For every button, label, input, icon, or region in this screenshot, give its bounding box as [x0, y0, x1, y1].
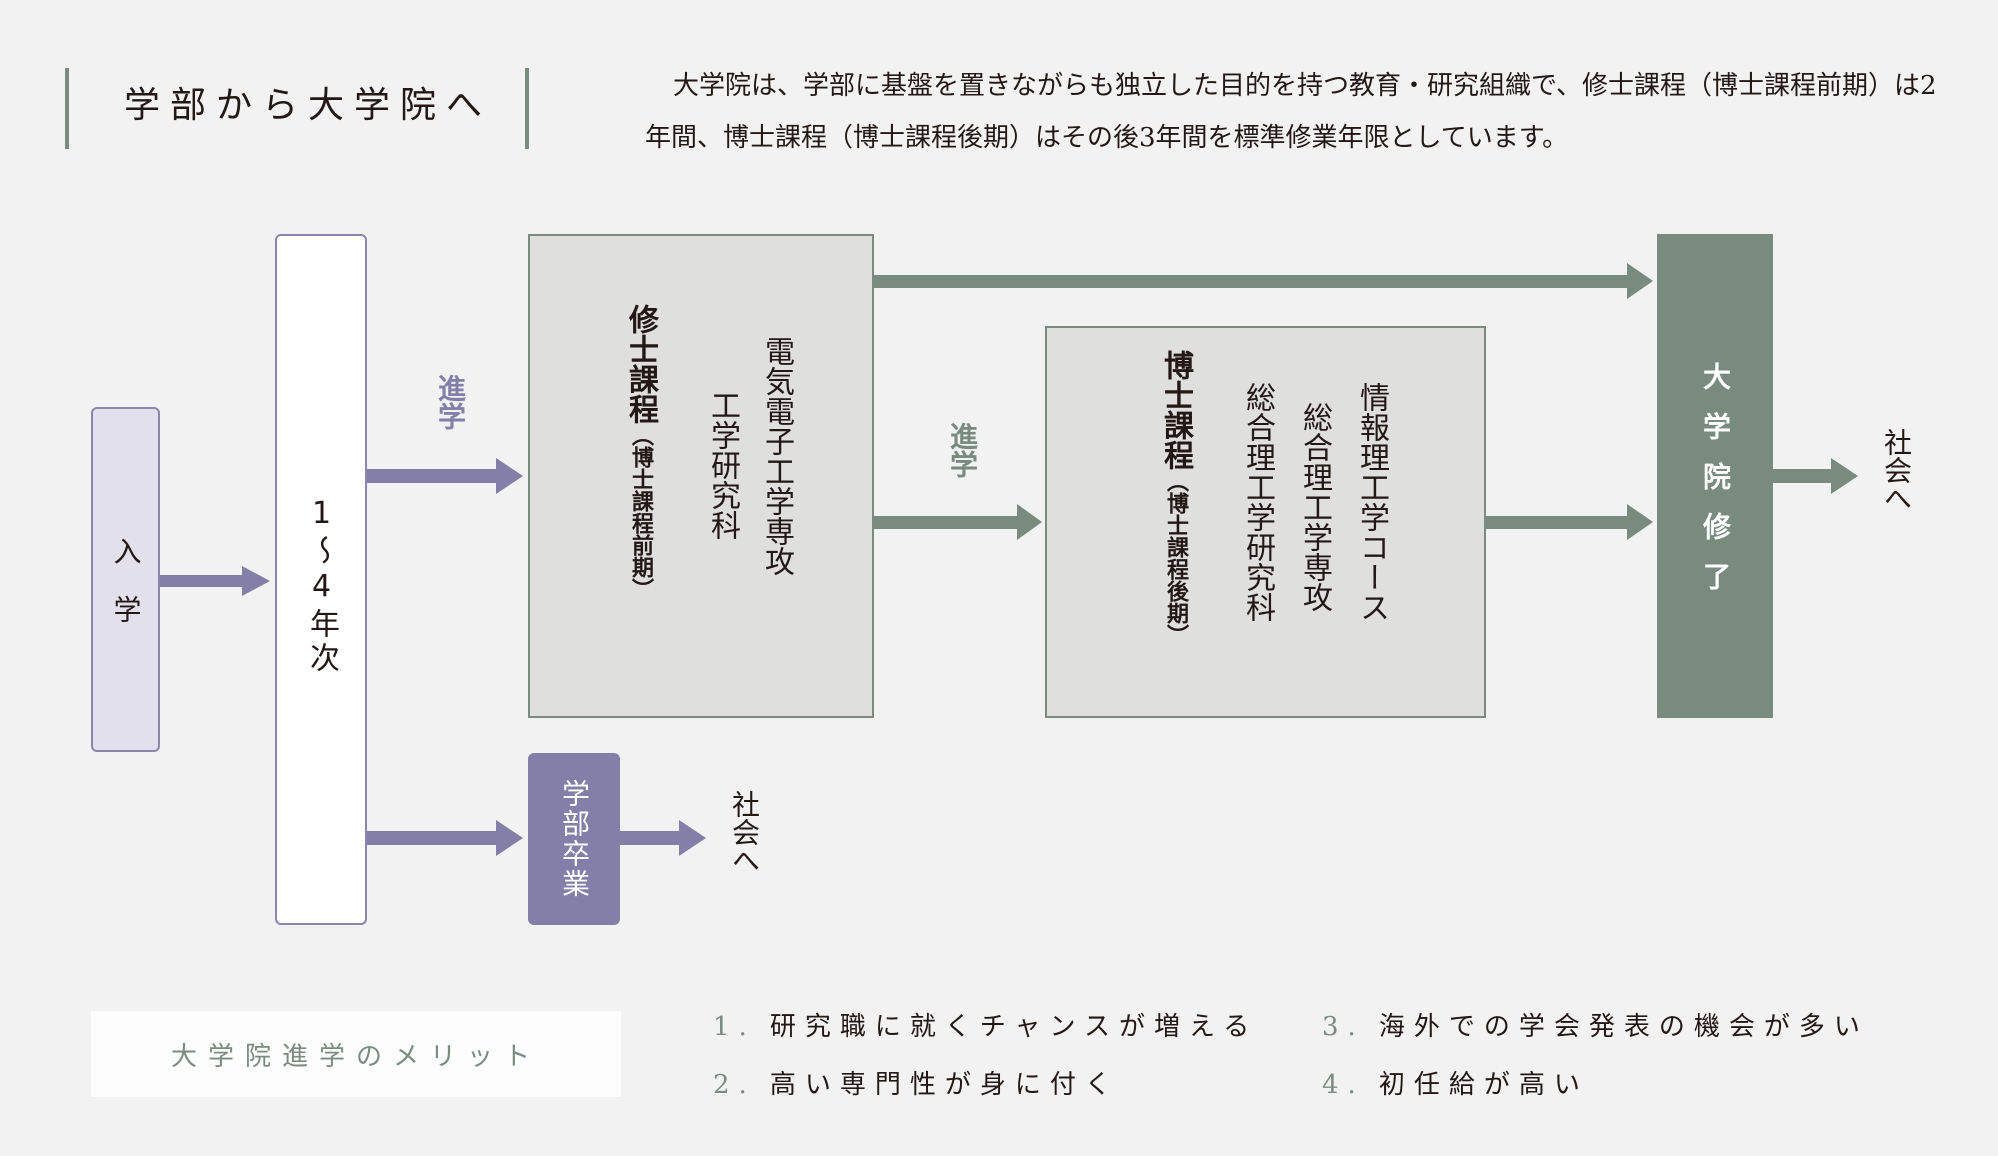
merit-item: 4. 初任給が高い [1322, 1064, 1589, 1101]
arrow-completion-to-society [1773, 458, 1858, 494]
master-graduate-school: 工学研究科 [700, 390, 744, 540]
merit-number: 4. [1322, 1070, 1365, 1100]
merit-text: 高い専門性が身に付く [769, 1070, 1120, 1100]
doctor-course-title: 博士課程 [1158, 350, 1193, 470]
doctor-course-track: 情報理工学コース [1349, 382, 1393, 622]
doctor-graduate-school: 総合理工学研究科 [1235, 382, 1279, 622]
arrow-master-to-doctor [874, 504, 1042, 540]
header-left-rule [65, 68, 69, 149]
master-course-name: 修士課程（博士課程前期） [618, 304, 662, 600]
page-title: 学部から大学院へ [124, 85, 493, 126]
master-course-title: 修士課程 [623, 304, 658, 424]
arrow-entry-to-years [160, 566, 270, 596]
doctor-graduate-school-text: 総合理工学研究科 [1240, 382, 1275, 622]
doctor-major: 総合理工学専攻 [1292, 402, 1336, 612]
master-graduate-school-text: 工学研究科 [705, 390, 740, 540]
merit-item: 2. 高い専門性が身に付く [713, 1064, 1120, 1101]
master-course-subtitle: （博士課程前期） [628, 424, 653, 600]
arrow-doctor-to-completion [1486, 504, 1653, 540]
arrow-years-to-master [367, 458, 523, 494]
doctor-course-name: 博士課程（博士課程後期） [1153, 350, 1197, 646]
intro-paragraph: 大学院は、学部に基盤を置きながらも独立した目的を持つ教育・研究組織で、修士課程（… [645, 71, 1937, 153]
master-major: 電気電子工学専攻 [754, 336, 798, 576]
arrow-bachelor-to-society [620, 820, 706, 856]
advance-label-master: 進学 [946, 422, 979, 478]
bachelor-graduation-label: 学部卒業 [558, 779, 591, 899]
doctor-course-box: 情報理工学コース 総合理工学専攻 総合理工学研究科 博士課程（博士課程後期） [1045, 326, 1486, 718]
master-major-text: 電気電子工学専攻 [759, 336, 794, 576]
completion-label: 大学院修了 [1699, 362, 1732, 612]
entry-box: 入学 [91, 407, 160, 752]
doctor-course-subtitle: （博士課程後期） [1163, 470, 1188, 646]
merit-number: 3. [1322, 1012, 1365, 1042]
entry-label: 入学 [109, 536, 143, 653]
advance-label-undergrad: 進学 [434, 374, 467, 430]
merits-heading-box: 大学院進学のメリット [91, 1011, 621, 1097]
to-society-after-graduate: 社会へ [1880, 428, 1913, 512]
undergrad-years-box: 1〜4年次 [275, 234, 367, 925]
doctor-major-text: 総合理工学専攻 [1297, 402, 1332, 612]
doctor-course-track-text: 情報理工学コース [1354, 382, 1389, 622]
arrow-master-to-completion [874, 263, 1653, 299]
header-right-rule [525, 68, 529, 149]
merit-item: 1. 研究職に就くチャンスが増える [713, 1006, 1258, 1043]
merits-heading: 大学院進学のメリット [170, 1041, 541, 1072]
merit-text: 初任給が高い [1378, 1070, 1589, 1100]
years-label: 1〜4年次 [304, 496, 339, 676]
graduate-completion-box: 大学院修了 [1657, 234, 1773, 718]
merit-item: 3. 海外での学会発表の機会が多い [1322, 1006, 1869, 1043]
to-society-after-bachelor: 社会へ [728, 790, 761, 874]
merit-number: 2. [713, 1070, 756, 1100]
merit-number: 1. [713, 1012, 756, 1042]
merit-text: 海外での学会発表の機会が多い [1378, 1012, 1869, 1042]
arrow-years-to-bachelor [367, 820, 523, 856]
merit-text: 研究職に就くチャンスが増える [769, 1012, 1259, 1042]
master-course-box: 電気電子工学専攻 工学研究科 修士課程（博士課程前期） [528, 234, 874, 718]
bachelor-graduation-box: 学部卒業 [528, 753, 620, 925]
